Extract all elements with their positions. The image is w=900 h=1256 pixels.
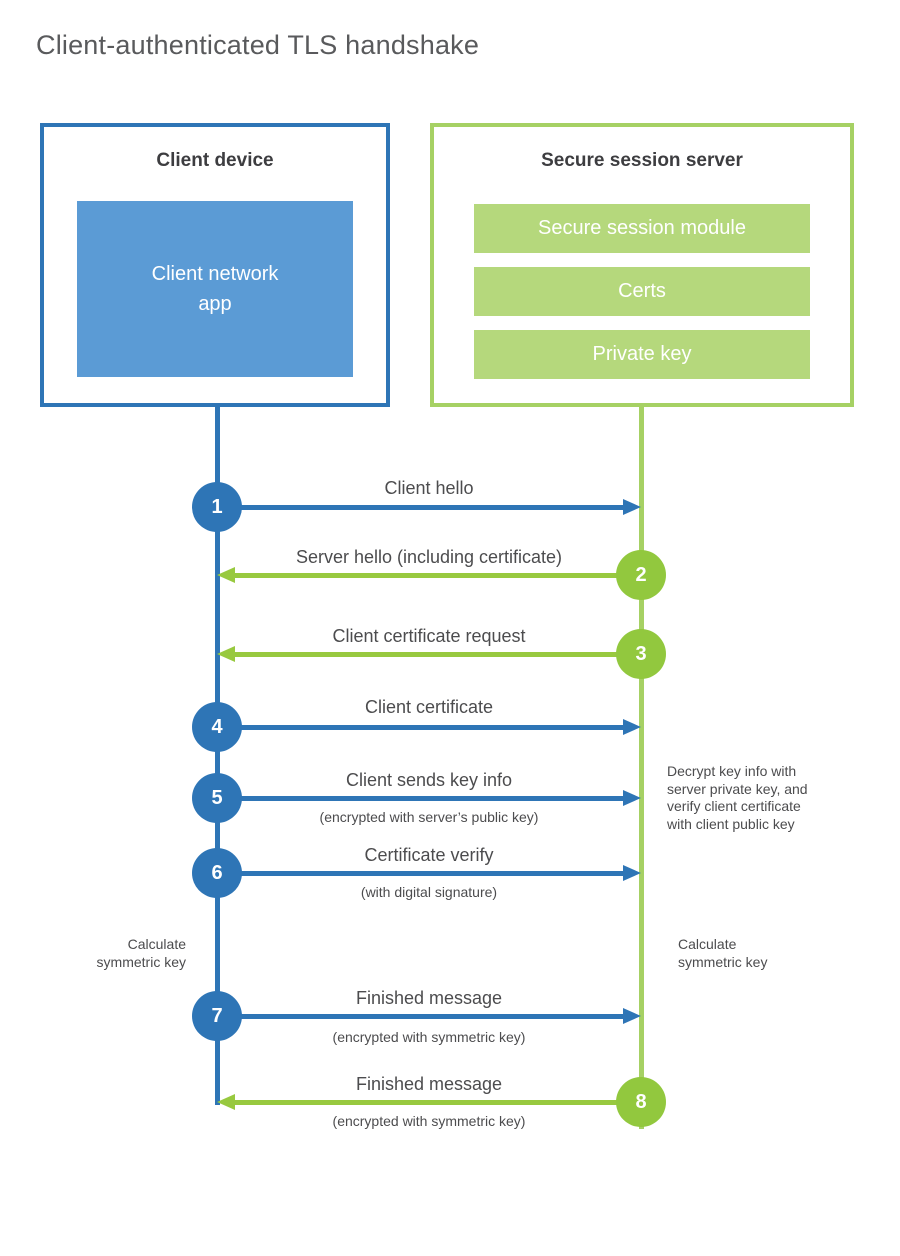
step3-circle: 3 (616, 629, 666, 679)
step7-circle: 7 (192, 991, 242, 1041)
step7-number: 7 (211, 1004, 223, 1027)
step7-arrowhead-right-icon (623, 1008, 641, 1024)
step6-sublabel: (with digital signature) (360, 884, 498, 900)
server-module-certs: Certs (474, 267, 810, 316)
step5-arrow-line (217, 796, 623, 801)
step5-sublabel: (encrypted with server’s public key) (319, 809, 539, 825)
step2-arrowhead-left-icon (217, 567, 235, 583)
server-calculate-key-note: Calculate symmetric key (678, 936, 768, 970)
step7-sublabel: (encrypted with symmetric key) (332, 1029, 526, 1045)
step3-arrow-line (235, 652, 641, 657)
step6-arrow-line (217, 871, 623, 876)
step7-label: Finished message (355, 988, 503, 1008)
step1-arrow-line (217, 505, 623, 510)
step3-label: Client certificate request (332, 626, 526, 646)
step4-label: Client certificate (364, 697, 494, 717)
step8-arrow-line (235, 1100, 641, 1105)
server-box-title: Secure session server (541, 150, 743, 171)
step7-arrow-line (217, 1014, 623, 1019)
step3-arrowhead-left-icon (217, 646, 235, 662)
step6-label: Certificate verify (364, 845, 494, 865)
step2-circle: 2 (616, 550, 666, 600)
step8-sublabel: (encrypted with symmetric key) (332, 1113, 526, 1129)
client-calculate-key-note: Calculate symmetric key (96, 936, 186, 970)
step4-number: 4 (211, 715, 223, 738)
step1-arrowhead-right-icon (623, 499, 641, 515)
server-lifeline (639, 403, 644, 1129)
step6-number: 6 (211, 861, 223, 884)
step1-label: Client hello (384, 478, 474, 498)
step8-arrowhead-left-icon (217, 1094, 235, 1110)
step2-number: 2 (635, 563, 647, 586)
client-network-app-module: Client network app (77, 201, 353, 377)
step6-arrowhead-right-icon (623, 865, 641, 881)
step4-circle: 4 (192, 702, 242, 752)
server-module-private-key: Private key (474, 330, 810, 379)
client-lifeline (215, 403, 220, 1105)
step5-number: 5 (211, 786, 223, 809)
step6-circle: 6 (192, 848, 242, 898)
step8-number: 8 (635, 1090, 647, 1113)
step1-circle: 1 (192, 482, 242, 532)
step3-number: 3 (635, 642, 647, 665)
server-decrypt-note: Decrypt key info with server private key… (667, 763, 808, 832)
step8-label: Finished message (355, 1074, 503, 1094)
step4-arrowhead-right-icon (623, 719, 641, 735)
server-box: Secure session server Secure session mod… (430, 123, 854, 407)
step8-circle: 8 (616, 1077, 666, 1127)
step2-arrow-line (235, 573, 641, 578)
client-box-title: Client device (156, 150, 274, 171)
step2-label: Server hello (including certificate) (295, 547, 563, 567)
client-device-box: Client device Client network app (40, 123, 390, 407)
step5-arrowhead-right-icon (623, 790, 641, 806)
server-modules: Secure session module Certs Private key (474, 204, 810, 379)
page-title: Client-authenticated TLS handshake (36, 30, 480, 60)
server-module-secure-session: Secure session module (474, 204, 810, 253)
step1-number: 1 (211, 495, 223, 518)
step5-label: Client sends key info (345, 770, 513, 790)
step5-circle: 5 (192, 773, 242, 823)
step4-arrow-line (217, 725, 623, 730)
